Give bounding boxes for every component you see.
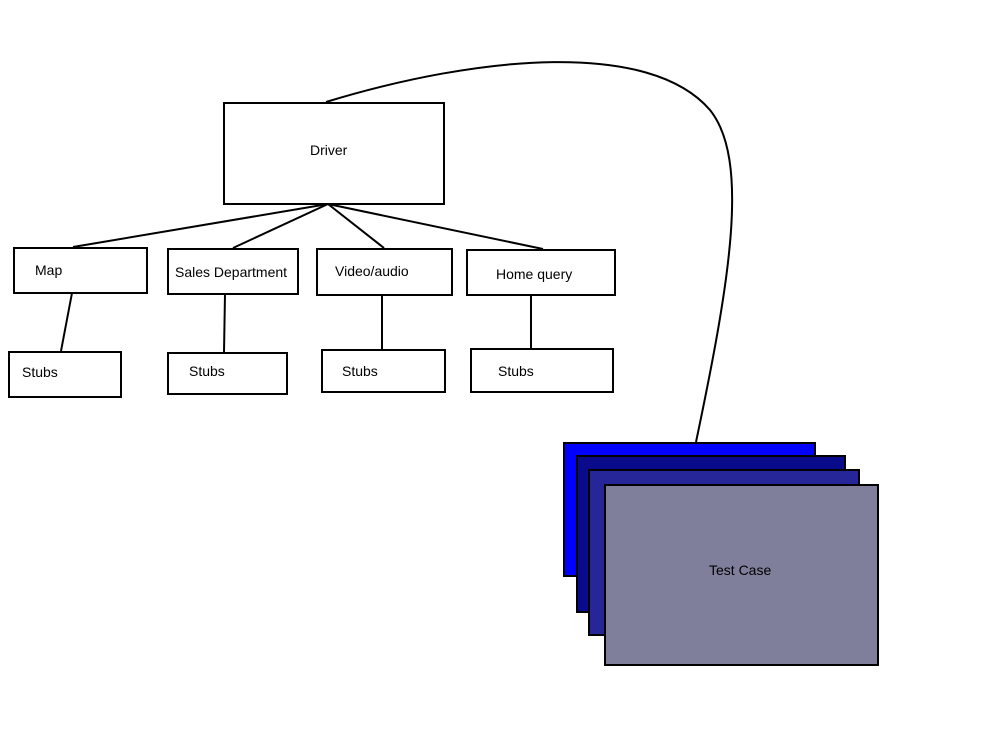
stubs-label-home-query: Stubs (498, 363, 534, 379)
connector-driver-video (327, 203, 385, 249)
module-label-map: Map (35, 262, 63, 278)
stubs-box-sales-department: Stubs (167, 352, 288, 395)
connector-driver-home (327, 203, 544, 250)
module-box-sales-department: Sales Department (167, 248, 299, 295)
module-box-map: Map (13, 247, 148, 294)
test-case-label: Test Case (709, 562, 772, 578)
test-case-card-front: Test Case (604, 484, 879, 666)
driver-label: Driver (310, 142, 348, 158)
module-label-home-query: Home query (496, 266, 573, 282)
stubs-label-map: Stubs (22, 364, 58, 380)
stubs-box-home-query: Stubs (470, 348, 614, 393)
module-box-home-query: Home query (466, 249, 616, 296)
stubs-box-video-audio: Stubs (321, 349, 446, 393)
connector-driver-map (72, 203, 329, 248)
module-label-video-audio: Video/audio (335, 263, 409, 279)
connector-sales-stubs (223, 293, 226, 353)
connector-driver-testcase (325, 61, 734, 443)
connector-map-stubs (60, 292, 73, 352)
driver-box: Driver (223, 102, 445, 205)
stubs-label-sales-department: Stubs (189, 363, 225, 379)
stubs-label-video-audio: Stubs (342, 363, 378, 379)
stubs-box-map: Stubs (8, 351, 122, 398)
module-box-video-audio: Video/audio (316, 248, 453, 296)
connector-driver-sales (232, 203, 329, 249)
module-label-sales-department: Sales Department (175, 264, 288, 280)
